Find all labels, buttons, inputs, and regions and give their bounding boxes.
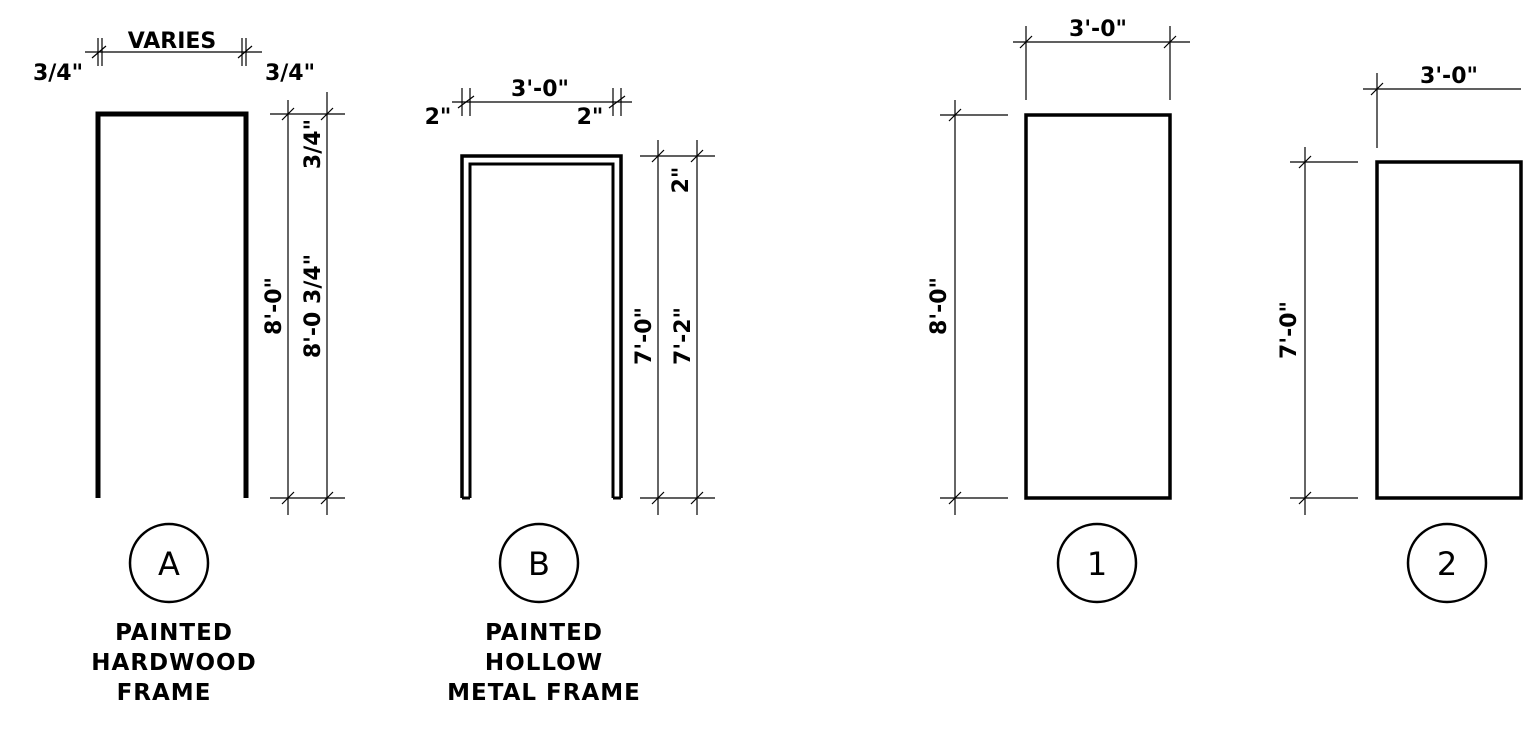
frame-a-tick [237, 45, 253, 59]
frame-b-outer-outline [460, 154, 623, 498]
frame-b-tick [608, 95, 626, 109]
frame-a-outline [95, 111, 249, 498]
frame-a-overall-height-label: 8'-0 3/4" [301, 254, 326, 358]
frame-b-opening-height-label: 7'-0" [632, 307, 657, 365]
frame-b-caption-line-2: HOLLOW [485, 650, 603, 676]
door-2-tag-label: 2 [1437, 545, 1457, 583]
frame-a-caption-line-3: FRAME [117, 680, 212, 706]
frame-a-tick [320, 491, 334, 505]
frame-b-left-jamb-label: 2" [425, 105, 452, 130]
frame-a-left-jamb-label: 3/4" [33, 61, 83, 86]
frame-b-overall-height-label: 7'-2" [671, 307, 696, 365]
door-2-width-label: 3'-0" [1420, 64, 1478, 89]
frame-b-right-jamb-label: 2" [577, 105, 604, 130]
door-1-tick [948, 108, 962, 122]
frame-b-caption-line-1: PAINTED [485, 620, 603, 646]
door-2-tick [1298, 155, 1312, 169]
frame-a-opening-height-label: 8'-0" [262, 277, 287, 335]
frame-b-group: 3'-0" 2" 2" 7'-0" 2" 7'-2" B PAINTED HOL… [425, 77, 715, 706]
door-1-group: 3'-0" 8'-0" 1 [927, 17, 1190, 604]
frame-a-tag-circle [128, 522, 210, 604]
frame-a-caption-line-2: HARDWOOD [91, 650, 256, 676]
frame-a-tick [281, 107, 295, 121]
frame-b-width-label: 3'-0" [511, 77, 569, 102]
frame-a-head-label: 3/4" [301, 119, 326, 169]
frame-b-tick [690, 149, 704, 163]
frame-b-tag-label: B [528, 545, 550, 583]
frame-a-tick [91, 45, 107, 59]
door-1-outline [1024, 113, 1172, 500]
frame-b-tick [651, 149, 665, 163]
door-2-tick [1370, 82, 1384, 96]
frame-b-tick [651, 491, 665, 505]
frame-a-tick [320, 107, 334, 121]
frame-a-right-jamb-label: 3/4" [265, 61, 315, 86]
door-1-tick [948, 491, 962, 505]
frame-b-tick [690, 491, 704, 505]
door-1-tag-circle [1056, 522, 1138, 604]
frame-b-tick [457, 95, 475, 109]
door-1-tick [1019, 35, 1033, 49]
frame-a-caption-line-1: PAINTED [115, 620, 233, 646]
frame-a-tag-label: A [158, 545, 180, 583]
door-1-tick [1163, 35, 1177, 49]
frame-a-group: VARIES 3/4" 3/4" 8'-0" 3/4" 8'-0 3/4" A … [33, 29, 345, 706]
frame-b-tag-circle [498, 522, 580, 604]
frame-b-head-label: 2" [669, 167, 694, 194]
frame-a-tick [281, 491, 295, 505]
frame-b-caption-line-3: METAL FRAME [447, 680, 641, 706]
door-2-outline [1375, 160, 1523, 500]
door-2-height-label: 7'-0" [1277, 301, 1302, 359]
door-2-group: 3'-0" 7'-0" 2 [1277, 64, 1523, 604]
door-2-tick [1298, 491, 1312, 505]
door-2-tag-circle [1406, 522, 1488, 604]
frame-a-width-label: VARIES [128, 29, 217, 54]
door-1-width-label: 3'-0" [1069, 17, 1127, 42]
frame-b-inner-outline [468, 162, 615, 498]
door-1-tag-label: 1 [1087, 545, 1107, 583]
door-1-height-label: 8'-0" [927, 277, 952, 335]
